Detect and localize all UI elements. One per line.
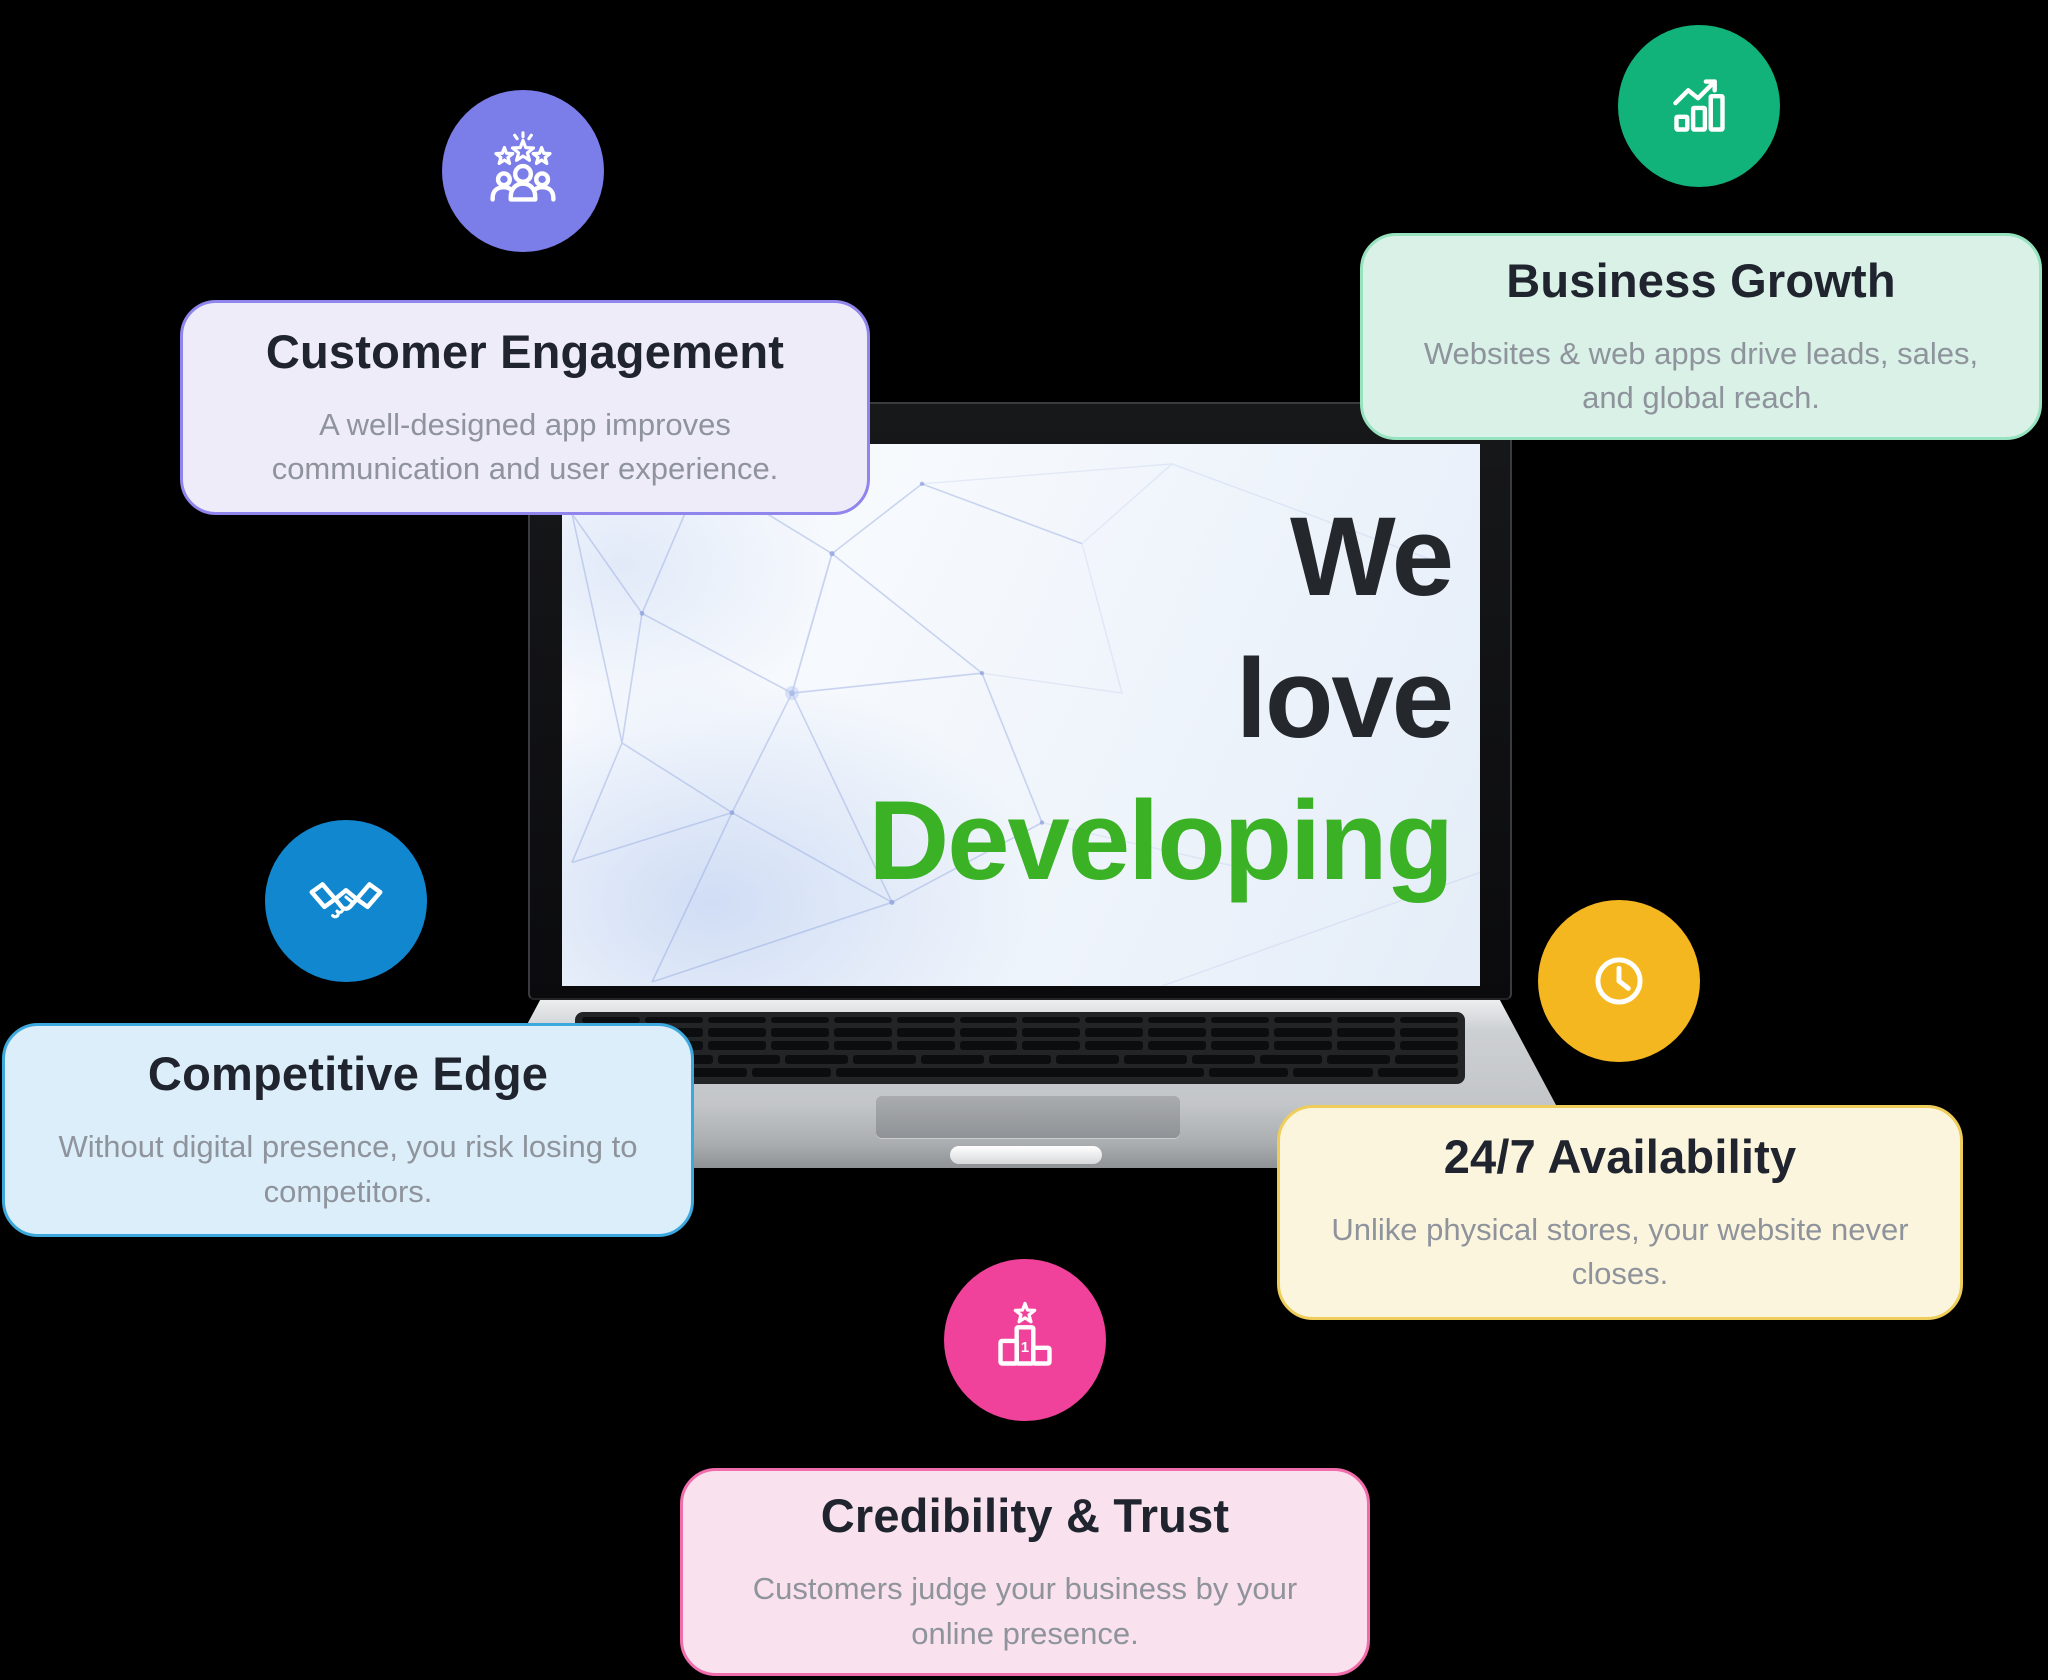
- laptop-keyboard: [575, 1012, 1465, 1084]
- competitive-edge-badge: [265, 820, 427, 982]
- team-stars-icon: [490, 131, 556, 202]
- network-mesh-graphic: [562, 444, 1480, 986]
- card-description: A well-designed app improves communicati…: [271, 406, 779, 486]
- availability-badge: [1538, 900, 1700, 1062]
- feature-card-availability: 24/7 Availability Unlike physical stores…: [1277, 1105, 1963, 1320]
- clock-icon: [1595, 957, 1643, 1005]
- feature-card-customer-engagement: Customer Engagement A well-designed app …: [180, 300, 870, 515]
- card-description: Customers judge your business by your on…: [752, 1571, 1298, 1651]
- card-title: Credibility & Trust: [820, 1489, 1230, 1543]
- feature-card-credibility-trust: Credibility & Trust Customers judge your…: [680, 1468, 1370, 1676]
- handshake-icon: [309, 882, 383, 919]
- feature-card-competitive-edge: Competitive Edge Without digital presenc…: [2, 1023, 694, 1237]
- credibility-trust-badge: 1: [944, 1259, 1106, 1421]
- card-title: Competitive Edge: [147, 1047, 549, 1101]
- card-description: Websites & web apps drive leads, sales, …: [1423, 335, 1979, 415]
- business-growth-badge: [1618, 25, 1780, 187]
- screen-line-2: love: [1235, 636, 1454, 762]
- card-title: Customer Engagement: [265, 324, 785, 378]
- growth-chart-icon: [1673, 79, 1725, 132]
- laptop-screen-bezel: We love Developing: [528, 402, 1512, 1000]
- card-description: Unlike physical stores, your website nev…: [1331, 1211, 1909, 1291]
- card-title: 24/7 Availability: [1443, 1129, 1797, 1183]
- feature-card-business-growth: Business Growth Websites & web apps driv…: [1360, 233, 2042, 440]
- card-title: Business Growth: [1506, 253, 1896, 307]
- laptop-display: We love Developing: [562, 444, 1480, 986]
- podium-icon: 1: [998, 1293, 1052, 1366]
- screen-headline: We love Developing: [868, 486, 1454, 913]
- laptop-trackpad: [876, 1096, 1180, 1138]
- laptop-lid-notch: [950, 1146, 1102, 1164]
- svg-text:1: 1: [1021, 1340, 1029, 1356]
- card-description: Without digital presence, you risk losin…: [58, 1129, 638, 1209]
- screen-line-3-accent: Developing: [868, 778, 1454, 904]
- customer-engagement-badge: [442, 90, 604, 252]
- screen-line-1: We: [1290, 494, 1454, 619]
